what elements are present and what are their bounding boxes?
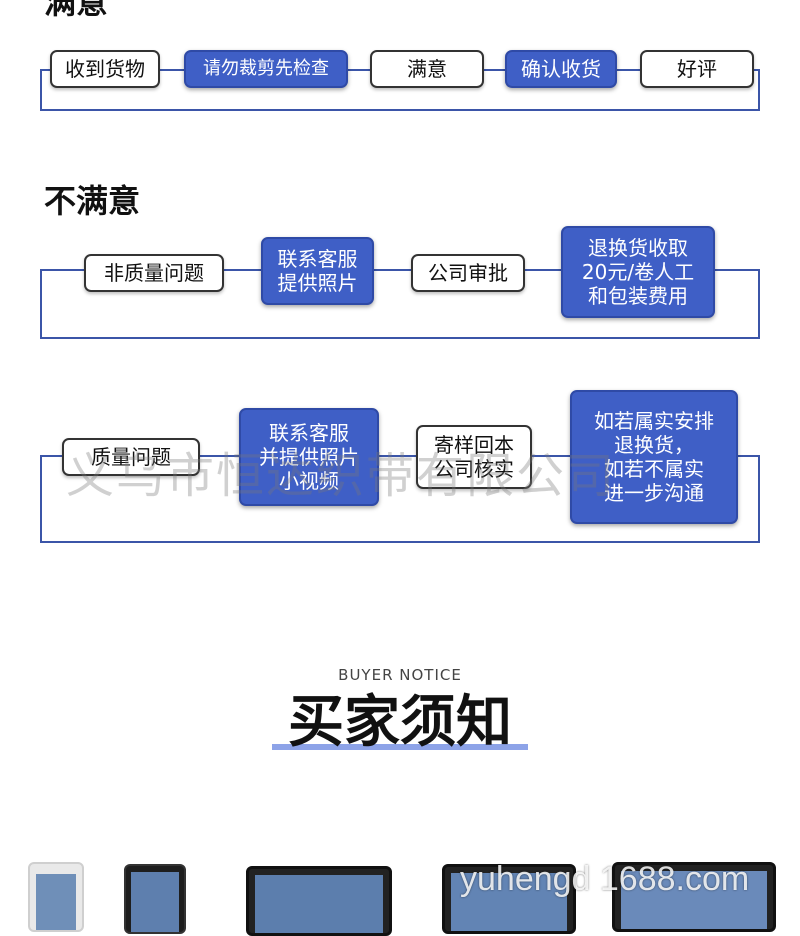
step-quality-issue: 质量问题 <box>62 438 200 476</box>
step-contact-support-video: 联系客服 并提供照片 小视频 <box>239 408 379 506</box>
step-satisfied: 满意 <box>370 50 484 88</box>
step-receive-goods: 收到货物 <box>50 50 160 88</box>
step-company-approval: 公司审批 <box>411 254 525 292</box>
step-non-quality-issue: 非质量问题 <box>84 254 224 292</box>
flow-connector-non-quality <box>40 269 760 339</box>
step-check-first: 请勿裁剪先检查 <box>184 50 348 88</box>
step-confirm-receipt: 确认收货 <box>505 50 617 88</box>
step-exchange-fee: 退换货收取 20元/卷人工 和包装费用 <box>561 226 715 318</box>
heading-unsatisfied: 不满意 <box>44 182 141 220</box>
notice-subtitle: BUYER NOTICE <box>338 666 462 684</box>
phone-dark-image <box>124 864 186 934</box>
title-underline <box>272 744 528 750</box>
step-verify-outcome: 如若属实安排 退换货， 如若不属实 进一步沟通 <box>570 390 738 524</box>
notice-title: 买家须知 <box>288 690 512 755</box>
laptop-image <box>442 864 576 934</box>
tablet-image <box>246 866 392 936</box>
phone-white-image <box>28 862 84 932</box>
step-send-sample: 寄样回本 公司核实 <box>416 425 532 489</box>
monitor-image <box>612 862 776 932</box>
step-contact-support-photos: 联系客服 提供照片 <box>261 237 374 305</box>
flow-connector-quality <box>40 455 760 543</box>
heading-satisfied: 满意 <box>44 0 109 21</box>
step-good-review: 好评 <box>640 50 754 88</box>
